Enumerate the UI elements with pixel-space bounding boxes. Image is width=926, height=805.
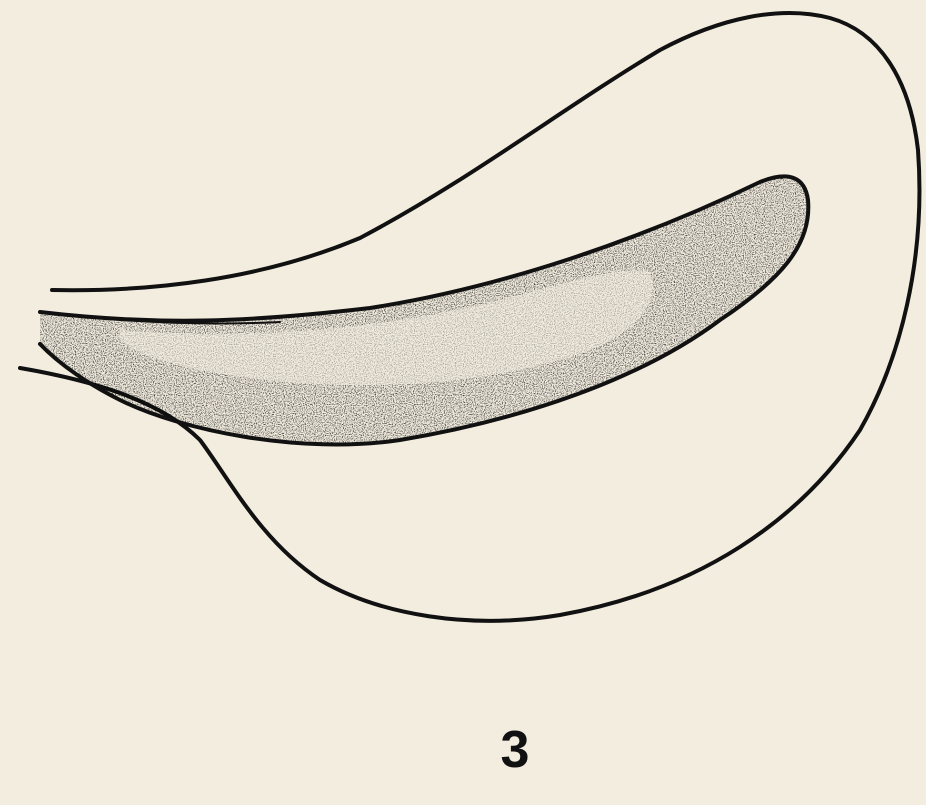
figure-number: 3 xyxy=(0,724,926,776)
